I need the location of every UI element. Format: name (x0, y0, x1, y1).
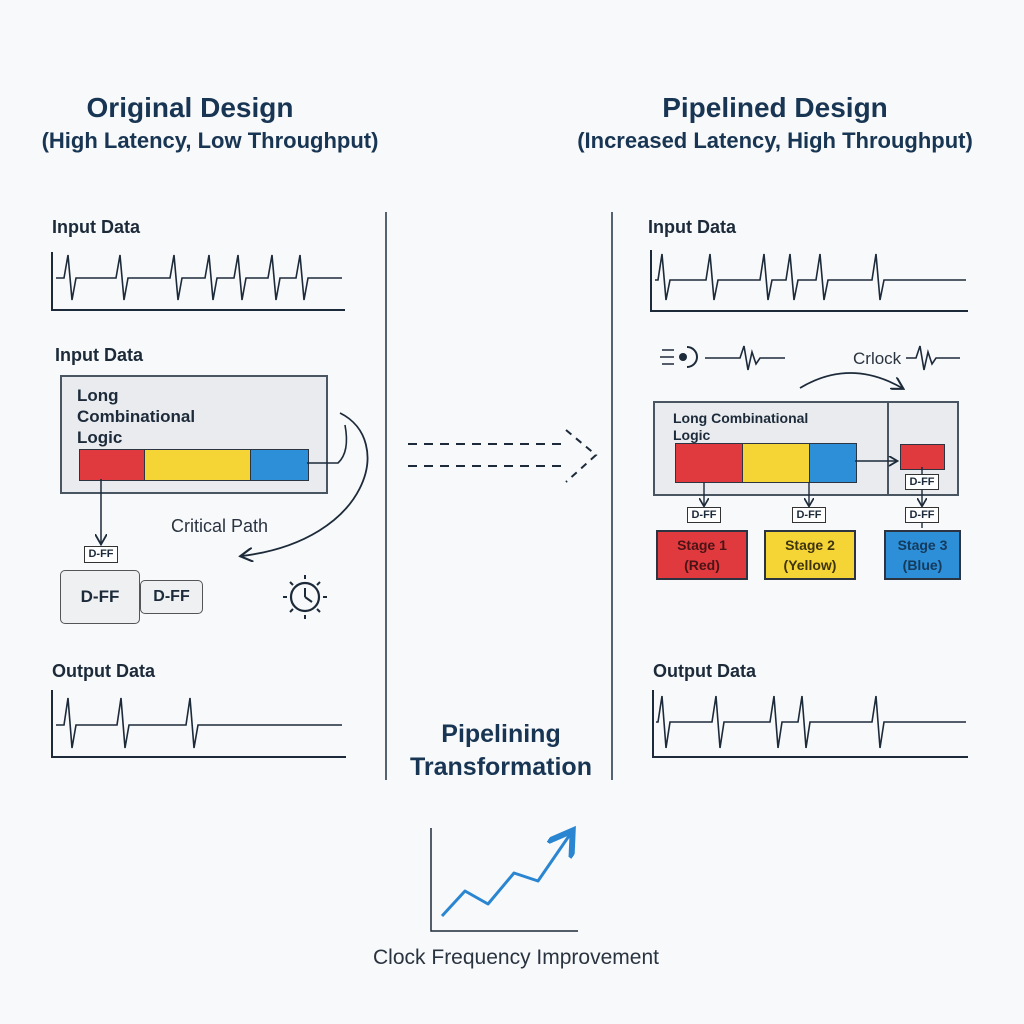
left-divider (385, 212, 387, 780)
right-dff-stage3-bottom: D-FF (905, 507, 939, 523)
stage-3-color: (Blue) (902, 557, 943, 573)
left-title: Original Design (86, 92, 294, 123)
stage-2-box: Stage 2 (Yellow) (764, 530, 856, 580)
left-dff-small: D-FF (84, 546, 118, 563)
left-seg-blue (250, 449, 309, 481)
right-output-label: Output Data (653, 661, 756, 681)
stage-3-box: Stage 3 (Blue) (884, 530, 961, 580)
right-divider (611, 212, 613, 780)
right-logic-partition (887, 403, 889, 494)
right-seg-stage3-red (900, 444, 945, 470)
left-logic-input-label: Input Data (55, 345, 143, 365)
left-logic-block: Long Combinational Logic (60, 375, 328, 494)
left-subtitle: (High Latency, Low Throughput) (41, 128, 379, 153)
right-clock-label: Crlock (853, 349, 902, 368)
left-dff-box-a: D-FF (60, 570, 140, 624)
right-dff-stage1: D-FF (687, 507, 721, 523)
right-seg-blue (809, 443, 857, 483)
right-logic-text: Long Combinational Logic (673, 410, 809, 443)
bottom-caption: Clock Frequency Improvement (373, 946, 659, 969)
left-logic-text: Long Combinational Logic (77, 386, 196, 447)
right-input-label: Input Data (648, 217, 736, 237)
left-seg-red (79, 449, 145, 481)
stage-2-color: (Yellow) (783, 557, 837, 573)
right-dff-stage3-top: D-FF (905, 474, 939, 490)
left-dff-box-b: D-FF (140, 580, 203, 614)
left-seg-yellow (144, 449, 251, 481)
stage-1-name: Stage 1 (677, 537, 727, 553)
left-critical-path-label: Critical Path (171, 516, 269, 536)
left-output-label: Output Data (52, 661, 155, 681)
left-input-label: Input Data (52, 217, 140, 237)
right-dff-stage2: D-FF (792, 507, 826, 523)
center-label-line2: Transformation (410, 753, 592, 781)
center-label: Pipelining Transformation (398, 718, 604, 784)
stage-3-name: Stage 3 (897, 537, 948, 553)
stage-1-color: (Red) (684, 557, 720, 573)
right-subtitle: (Increased Latency, High Throughput) (577, 128, 973, 153)
right-title: Pipelined Design (662, 92, 888, 123)
stage-1-box: Stage 1 (Red) (656, 530, 748, 580)
right-seg-red (675, 443, 743, 483)
right-seg-yellow (742, 443, 810, 483)
stage-2-name: Stage 2 (785, 537, 835, 553)
center-label-line1: Pipelining (441, 720, 561, 748)
